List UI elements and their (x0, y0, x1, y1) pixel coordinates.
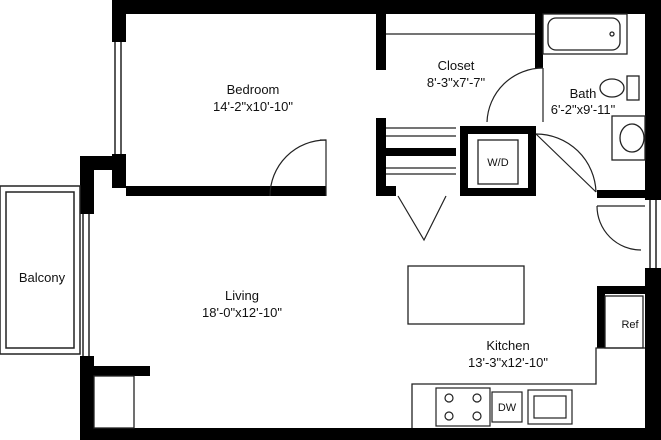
living-dims: 18'-0"x12'-10" (202, 305, 282, 320)
refrigerator-icon (604, 295, 644, 349)
balcony (0, 185, 81, 355)
toilet-icon (599, 75, 640, 101)
closet-label: Closet (438, 58, 475, 73)
kitchen-label: Kitchen (486, 338, 529, 353)
closet-lines (386, 33, 535, 175)
washer-dryer-icon (477, 139, 519, 185)
dishwasher-label: DW (498, 402, 517, 414)
bedroom-dims: 14'-2"x10'-10" (213, 99, 293, 114)
refrigerator-label: Ref (621, 319, 639, 331)
kitchen-island (407, 265, 525, 325)
living-label: Living (225, 288, 259, 303)
storage-closet (93, 375, 135, 429)
bath-label: Bath (570, 86, 597, 101)
windows (82, 42, 657, 356)
exterior-walls (80, 0, 661, 440)
bath-dims: 6'-2"x9'-11" (551, 102, 616, 117)
washer-dryer-label: W/D (487, 157, 508, 169)
bathtub-icon (542, 13, 628, 55)
balcony-label: Balcony (19, 270, 66, 285)
bedroom-label: Bedroom (227, 82, 280, 97)
sink-icon (527, 389, 573, 425)
range-burner-icon (435, 387, 491, 427)
sink-icon (611, 115, 646, 161)
door-swings (269, 67, 645, 251)
interior-walls (126, 14, 647, 348)
dishwasher-icon (491, 391, 523, 423)
closet-dims: 8'-3"x7'-7" (427, 75, 486, 90)
kitchen-dims: 13'-3"x12'-10" (468, 355, 548, 370)
